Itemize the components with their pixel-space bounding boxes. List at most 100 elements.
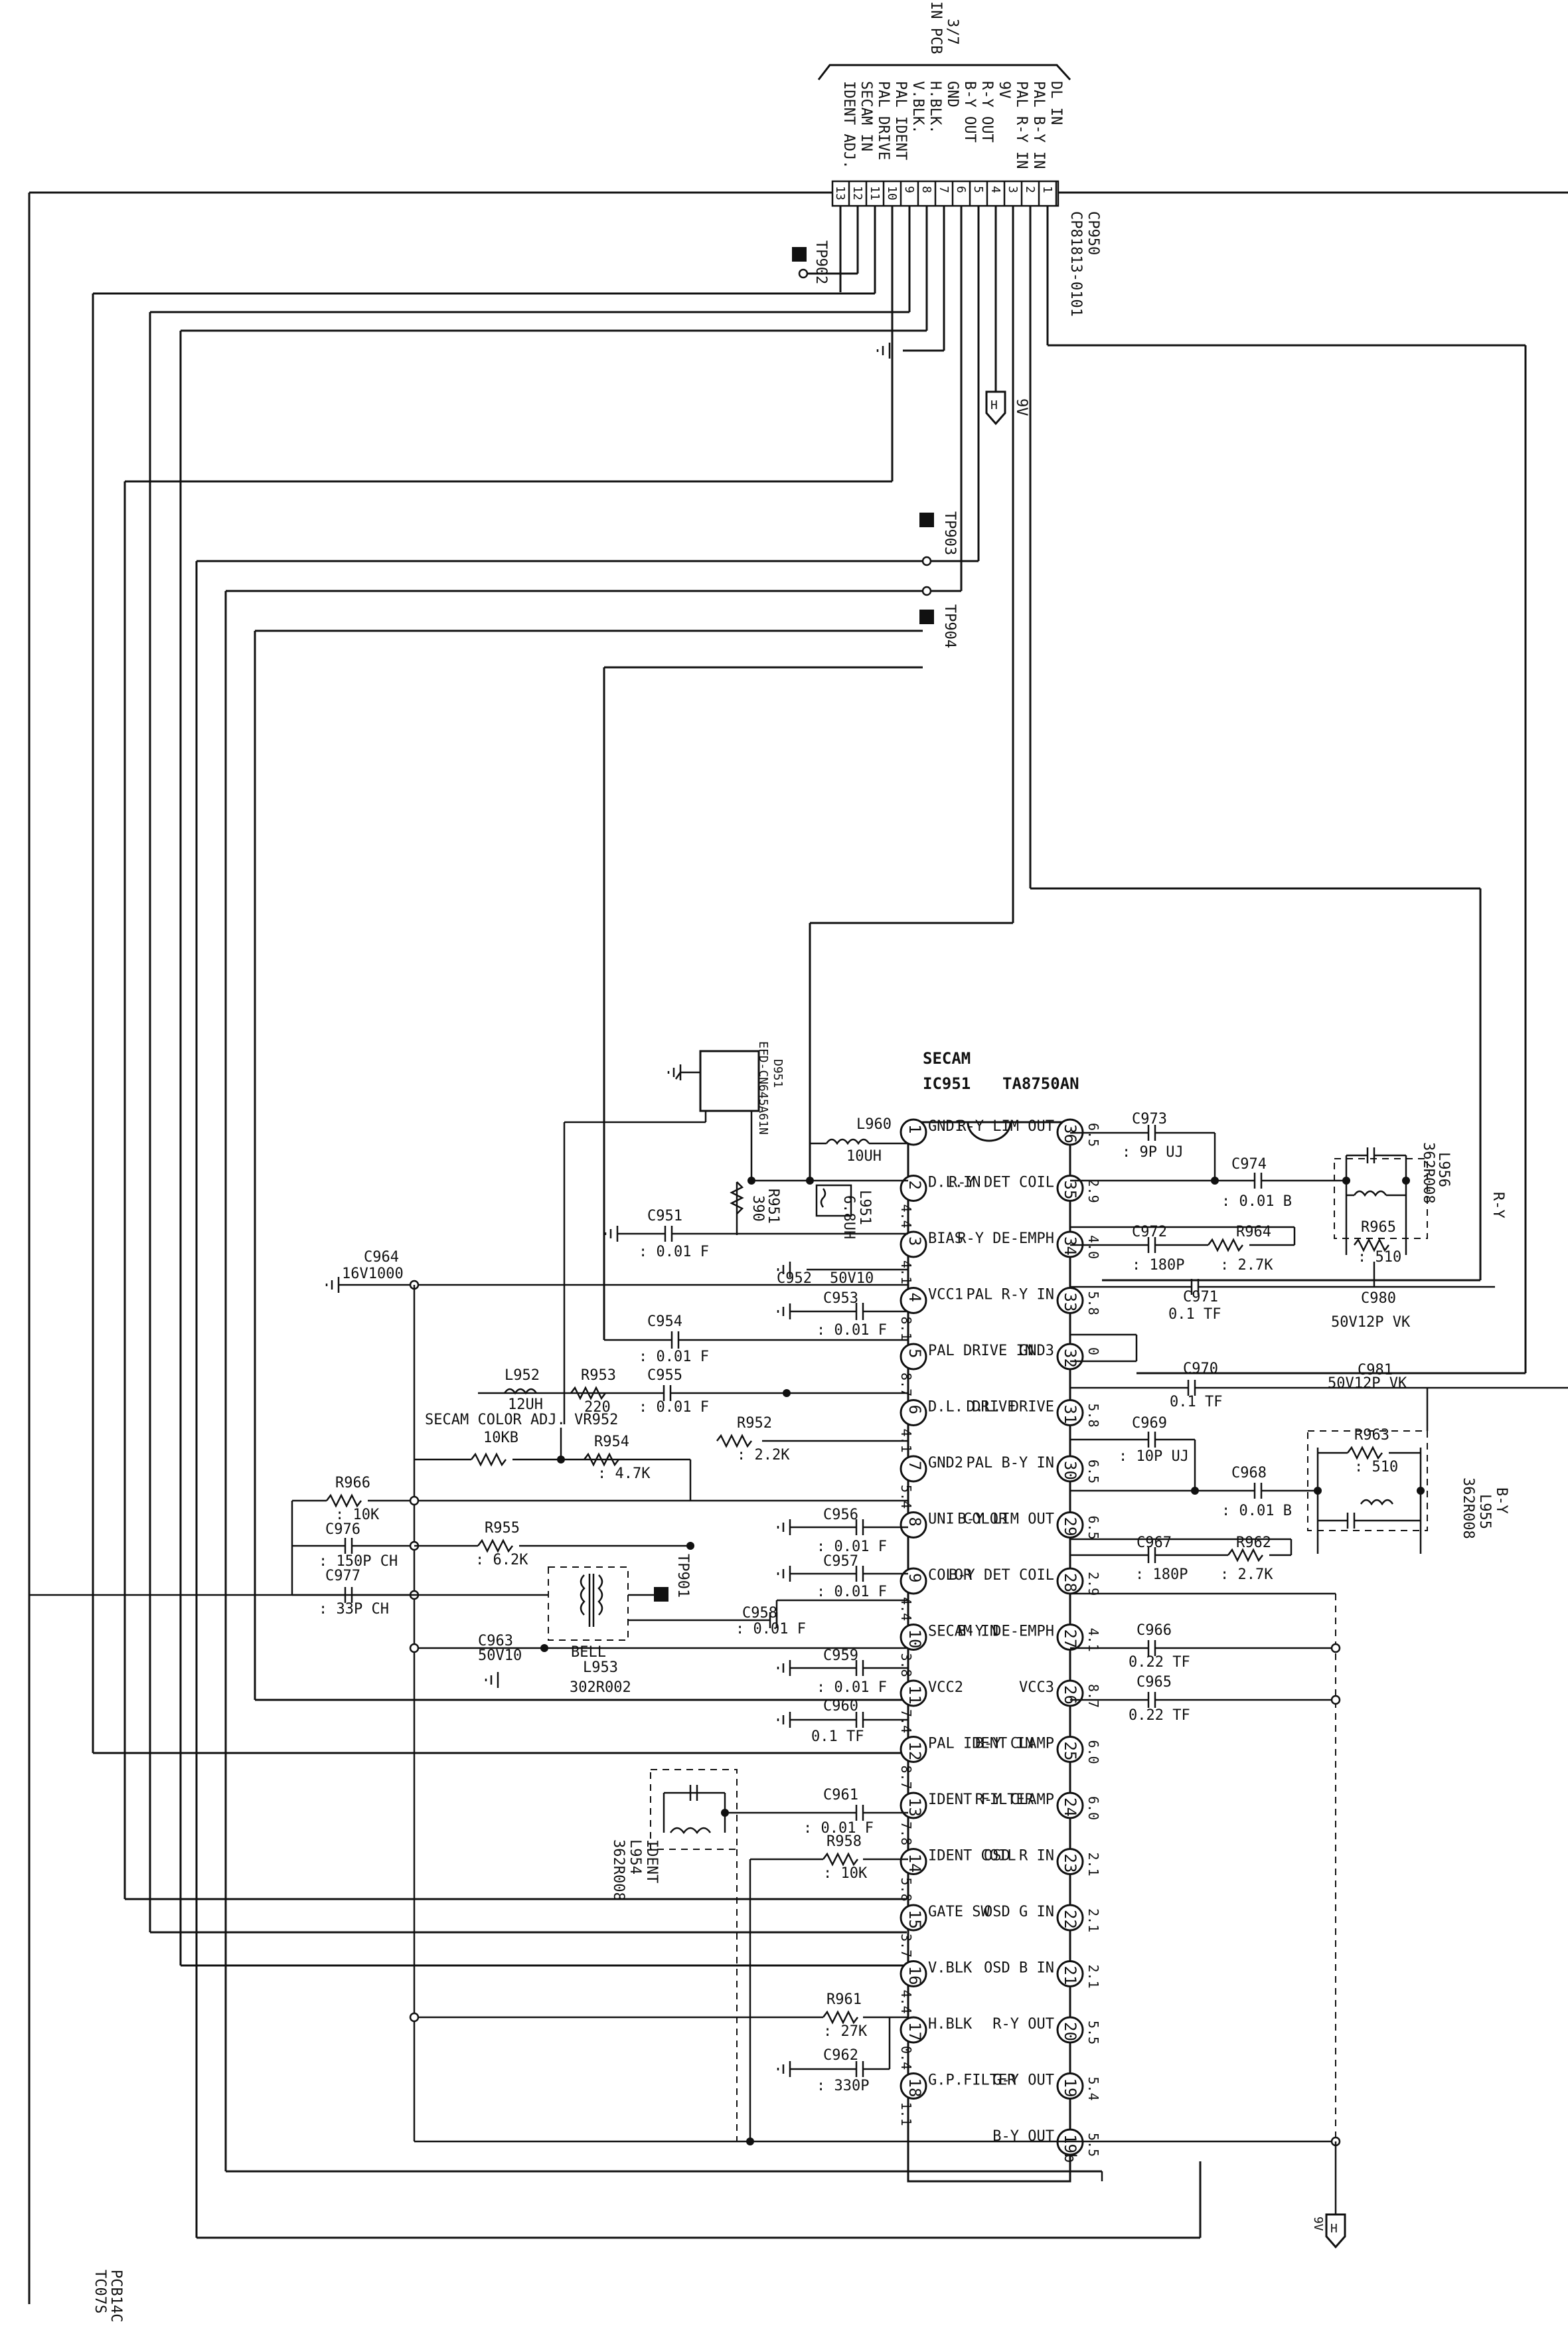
connector-ref: CP950 bbox=[1085, 211, 1101, 255]
c976-ref: C976 bbox=[325, 1521, 360, 1538]
ic-pin-16 bbox=[900, 1960, 927, 1987]
l955-name: B-Y bbox=[1493, 1487, 1510, 1514]
ic-pin-voltage: 2.9 bbox=[1085, 1179, 1101, 1203]
ic-pin-name: VCC3 bbox=[1019, 1679, 1054, 1696]
ic-pin-name: R-Y LIM OUT bbox=[957, 1118, 1054, 1135]
ic-pin-voltage: 5.4 bbox=[898, 1485, 914, 1509]
ic-pin-17 bbox=[900, 2016, 927, 2044]
ic-pin-num: 29 bbox=[1061, 1517, 1079, 1537]
ic-pin-18 bbox=[900, 2072, 927, 2100]
ic-pin-num: 21 bbox=[1061, 1966, 1079, 1985]
l960-ref: L960 bbox=[856, 1116, 892, 1133]
c957-val: : 0.01 F bbox=[817, 1584, 887, 1600]
ic-pin-name: G-Y OUT bbox=[992, 2072, 1054, 2089]
l952-val: 12UH bbox=[508, 1396, 543, 1413]
ic-pin-name: D.L. DRIVE bbox=[967, 1399, 1054, 1416]
ic-pin-name: R-Y DET COIL bbox=[949, 1175, 1054, 1191]
ic-pin-5 bbox=[900, 1343, 927, 1371]
ic-title: SECAM bbox=[923, 1049, 971, 1068]
rail-9v-bottom: 9V bbox=[1311, 2216, 1325, 2231]
ground-icon bbox=[667, 1064, 682, 1080]
footer-line1: PCB14C bbox=[108, 2270, 124, 2322]
r954-val: : 4.7K bbox=[597, 1465, 651, 1482]
ic-pin-31 bbox=[1056, 1399, 1084, 1426]
ic-pin-num: 12 bbox=[905, 1742, 924, 1761]
ic-pin-name: R-Y OUT bbox=[992, 2016, 1054, 2033]
ic-part: TA8750AN bbox=[1002, 1074, 1079, 1093]
c954-val: : 0.01 F bbox=[639, 1349, 709, 1365]
ic-pin-voltage: 2.1 bbox=[1085, 1908, 1101, 1932]
ic-pin-name: G.P.FILTER bbox=[928, 2072, 1016, 2089]
l951-ref: L951 bbox=[856, 1190, 873, 1225]
r964-val: : 2.7K bbox=[1220, 1257, 1273, 1274]
ic-pin-name: H.BLK bbox=[928, 2016, 973, 2033]
rail-h-top: H bbox=[990, 398, 998, 412]
ic-pin-name: R-Y DE-EMPH bbox=[957, 1230, 1054, 1247]
tp902-label: TP902 bbox=[813, 240, 829, 284]
ic-pin-name: GATE SW bbox=[928, 1904, 990, 1920]
ic-pin-num: 20 bbox=[1061, 2022, 1079, 2041]
connector-pin-num: 11 bbox=[868, 186, 882, 201]
c962-val: : 330P bbox=[817, 2078, 869, 2094]
ground-symbols bbox=[325, 343, 891, 2077]
c957-ref: C957 bbox=[823, 1553, 858, 1570]
ic-pin-name: SECAM IN bbox=[928, 1624, 998, 1640]
ic-pin-15 bbox=[900, 1904, 927, 1932]
ic-pin-name: GND2 bbox=[928, 1455, 963, 1471]
r965-ref: R965 bbox=[1361, 1219, 1396, 1236]
c963-val: 50V10 bbox=[478, 1647, 522, 1664]
ic-pin-name: D.L.IN bbox=[928, 1175, 980, 1191]
c970-val: 0.1 TF bbox=[1170, 1394, 1222, 1410]
r952-val: : 2.2K bbox=[737, 1447, 790, 1463]
ic-pin-num: 16 bbox=[905, 1966, 924, 1985]
ic-pin-num: 8 bbox=[905, 1517, 924, 1527]
connector-pin-num: 12 bbox=[850, 186, 864, 201]
ic-pin-3 bbox=[900, 1230, 927, 1258]
c974-ref: C974 bbox=[1231, 1156, 1267, 1173]
connector-pin-label: IDENT ADJ. bbox=[840, 81, 857, 169]
connector-pin-num: 10 bbox=[885, 186, 899, 201]
ic-pin-voltage: 6.5 bbox=[1085, 1516, 1101, 1540]
ic-pin-voltage: 5.8 bbox=[898, 1878, 914, 1902]
ic-pin-name: B-Y DE-EMPH bbox=[957, 1624, 1054, 1640]
ic-pin-voltage: 7.8 bbox=[898, 1821, 914, 1845]
ic-pin-voltage: 0 bbox=[1085, 1347, 1101, 1355]
c958-val: : 0.01 F bbox=[736, 1621, 806, 1637]
vr952-ref: SECAM COLOR ADJ. VR952 bbox=[425, 1412, 618, 1428]
r966-val: : 10K bbox=[335, 1507, 380, 1523]
sheet-ref-1: 3/7 bbox=[944, 19, 961, 45]
ic-pin-14 bbox=[900, 1848, 927, 1875]
r951-ref: R951 bbox=[765, 1189, 781, 1224]
ground-icon bbox=[604, 1226, 619, 1242]
r955-val: : 6.2K bbox=[475, 1552, 528, 1568]
c967-val: : 180P bbox=[1135, 1566, 1188, 1583]
ic-pin-num: 4 bbox=[905, 1293, 924, 1302]
connector-pin-num: 8 bbox=[919, 186, 933, 193]
connector-pin-label: 9V bbox=[996, 81, 1012, 99]
ground-icon bbox=[777, 1712, 791, 1728]
ic-pin-24 bbox=[1056, 1792, 1084, 1819]
c977-ref: C977 bbox=[325, 1568, 360, 1584]
ic-pin-voltage: 6.0 bbox=[1085, 1740, 1101, 1764]
ic-pin-num: 27 bbox=[1061, 1629, 1079, 1649]
connector-pin-num: 3 bbox=[1006, 186, 1020, 193]
ic-pin-num: 34 bbox=[1061, 1236, 1079, 1256]
tp903-label: TP903 bbox=[941, 511, 958, 555]
ic-pin-11 bbox=[900, 1679, 927, 1707]
ic-pin-voltage: 5.5 bbox=[1085, 2021, 1101, 2044]
connector-pin-num: 5 bbox=[971, 186, 985, 193]
ic-pin-name: OSD G IN bbox=[984, 1904, 1054, 1920]
r961-ref: R961 bbox=[826, 1991, 862, 2008]
ic-pin-voltage: 3.7 bbox=[898, 1934, 914, 1958]
c955-val: : 0.01 F bbox=[639, 1399, 709, 1416]
ic-pin-voltage: 7.4 bbox=[898, 1709, 914, 1733]
ic-pin-num: 35 bbox=[1061, 1181, 1079, 1200]
r965-val: : 510 bbox=[1358, 1249, 1401, 1266]
ic-pin-name: IDENT FILTER bbox=[928, 1792, 1034, 1808]
ic-pin-name: GND3 bbox=[1019, 1343, 1054, 1359]
ic-pin-num: 9 bbox=[905, 1573, 924, 1582]
l954-name: IDENT bbox=[643, 1839, 660, 1883]
r951-val: 390 bbox=[749, 1195, 766, 1222]
ic-pin-name: COLOR bbox=[928, 1567, 973, 1584]
